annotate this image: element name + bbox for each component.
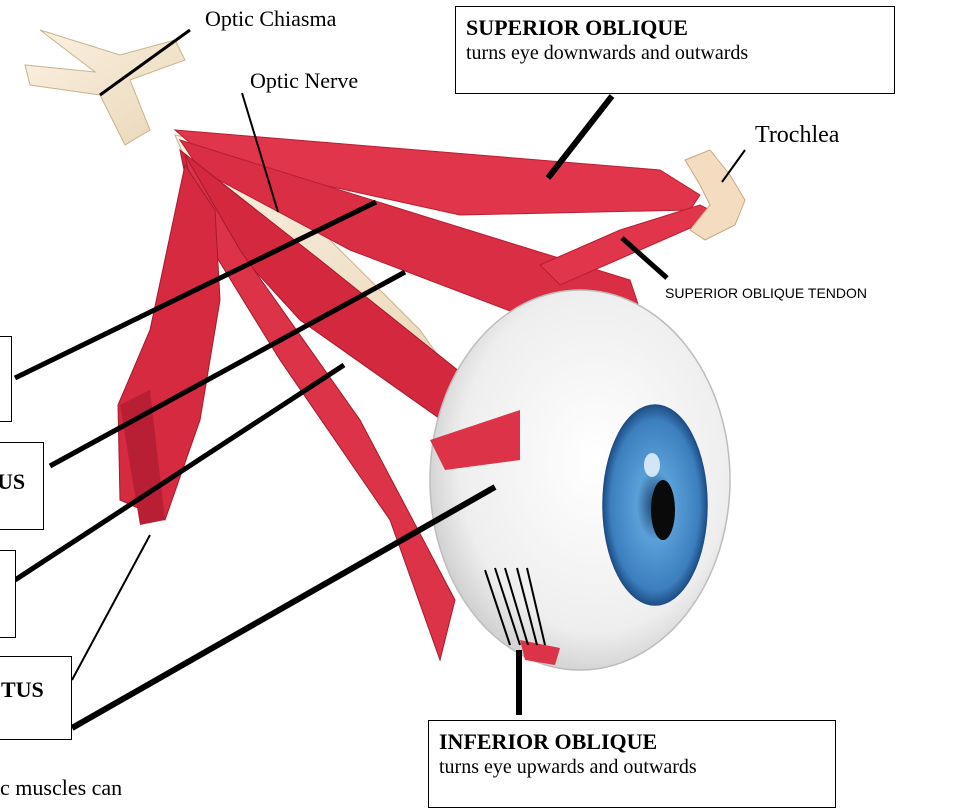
optic-nerve-label: Optic Nerve	[250, 68, 358, 94]
partial-rectus-title-2: TUS	[1, 677, 71, 703]
inferior-oblique-desc: turns eye upwards and outwards	[439, 755, 825, 779]
partial-rectus-title-1: US	[0, 469, 43, 495]
rectus-leader-4	[72, 535, 150, 680]
superior-oblique-title: SUPERIOR OBLIQUE	[466, 15, 884, 41]
inferior-oblique-box: INFERIOR OBLIQUE turns eye upwards and o…	[428, 720, 836, 808]
superior-oblique-box: SUPERIOR OBLIQUE turns eye downwards and…	[455, 6, 895, 94]
partial-box-1	[0, 336, 12, 422]
inferior-rectus-muscle	[118, 165, 220, 525]
inferior-oblique-title: INFERIOR OBLIQUE	[439, 729, 825, 755]
trochlea-label: Trochlea	[755, 122, 839, 149]
trochlea-leader	[722, 150, 745, 182]
superior-oblique-tendon-label: SUPERIOR OBLIQUE TENDON	[665, 285, 867, 301]
optic-chiasma	[25, 30, 185, 145]
superior-oblique-desc: turns eye downwards and outwards	[466, 41, 884, 65]
optic-chiasma-label: Optic Chiasma	[205, 6, 336, 32]
partial-box-3	[0, 550, 16, 638]
partial-rectus-box-1: US	[0, 442, 44, 530]
footer-partial-text: c muscles can	[0, 775, 122, 801]
partial-rectus-box-2: TUS	[0, 656, 72, 740]
